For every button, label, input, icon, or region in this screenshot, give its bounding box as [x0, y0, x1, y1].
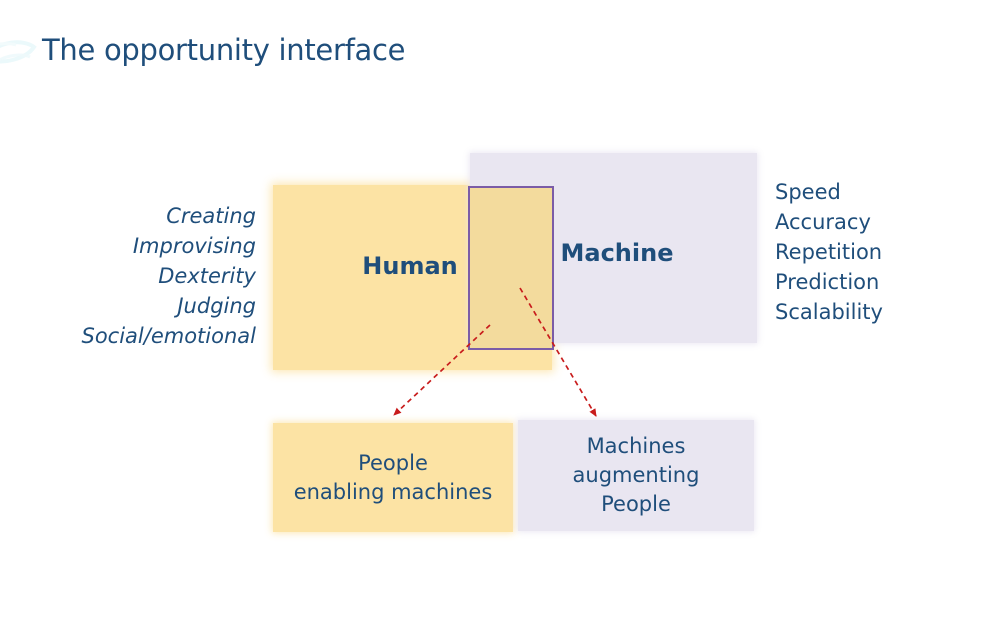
human-attribute: Creating [166, 204, 256, 228]
machine-attribute: Scalability [775, 300, 883, 324]
human-attribute: Improvising [132, 234, 256, 258]
human-attribute: Social/emotional [81, 324, 257, 348]
machines-augmenting-people-box: Machines augmenting People [518, 420, 754, 531]
machine-attribute: Speed [775, 180, 841, 204]
machine-attribute: Prediction [775, 270, 880, 294]
logo-watermark-icon [0, 40, 37, 64]
machines-augmenting-people-label: Machines augmenting People [572, 434, 700, 516]
human-attribute: Dexterity [158, 264, 256, 288]
people-enabling-machines-label: People enabling machines [293, 450, 493, 504]
human-attribute: Judging [177, 294, 256, 318]
people-enabling-machines-box: People enabling machines [273, 423, 513, 532]
slide-title: The opportunity interface [42, 33, 406, 67]
machine-attribute: Repetition [775, 240, 883, 264]
machine-attributes-list: Speed Accuracy Repetition Prediction Sca… [775, 177, 985, 327]
human-attributes-list: Creating Improvising Dexterity Judging S… [30, 201, 257, 351]
machine-attribute: Accuracy [775, 210, 871, 234]
machine-zone-label: Machine [560, 239, 674, 267]
human-zone-label: Human [362, 252, 458, 280]
